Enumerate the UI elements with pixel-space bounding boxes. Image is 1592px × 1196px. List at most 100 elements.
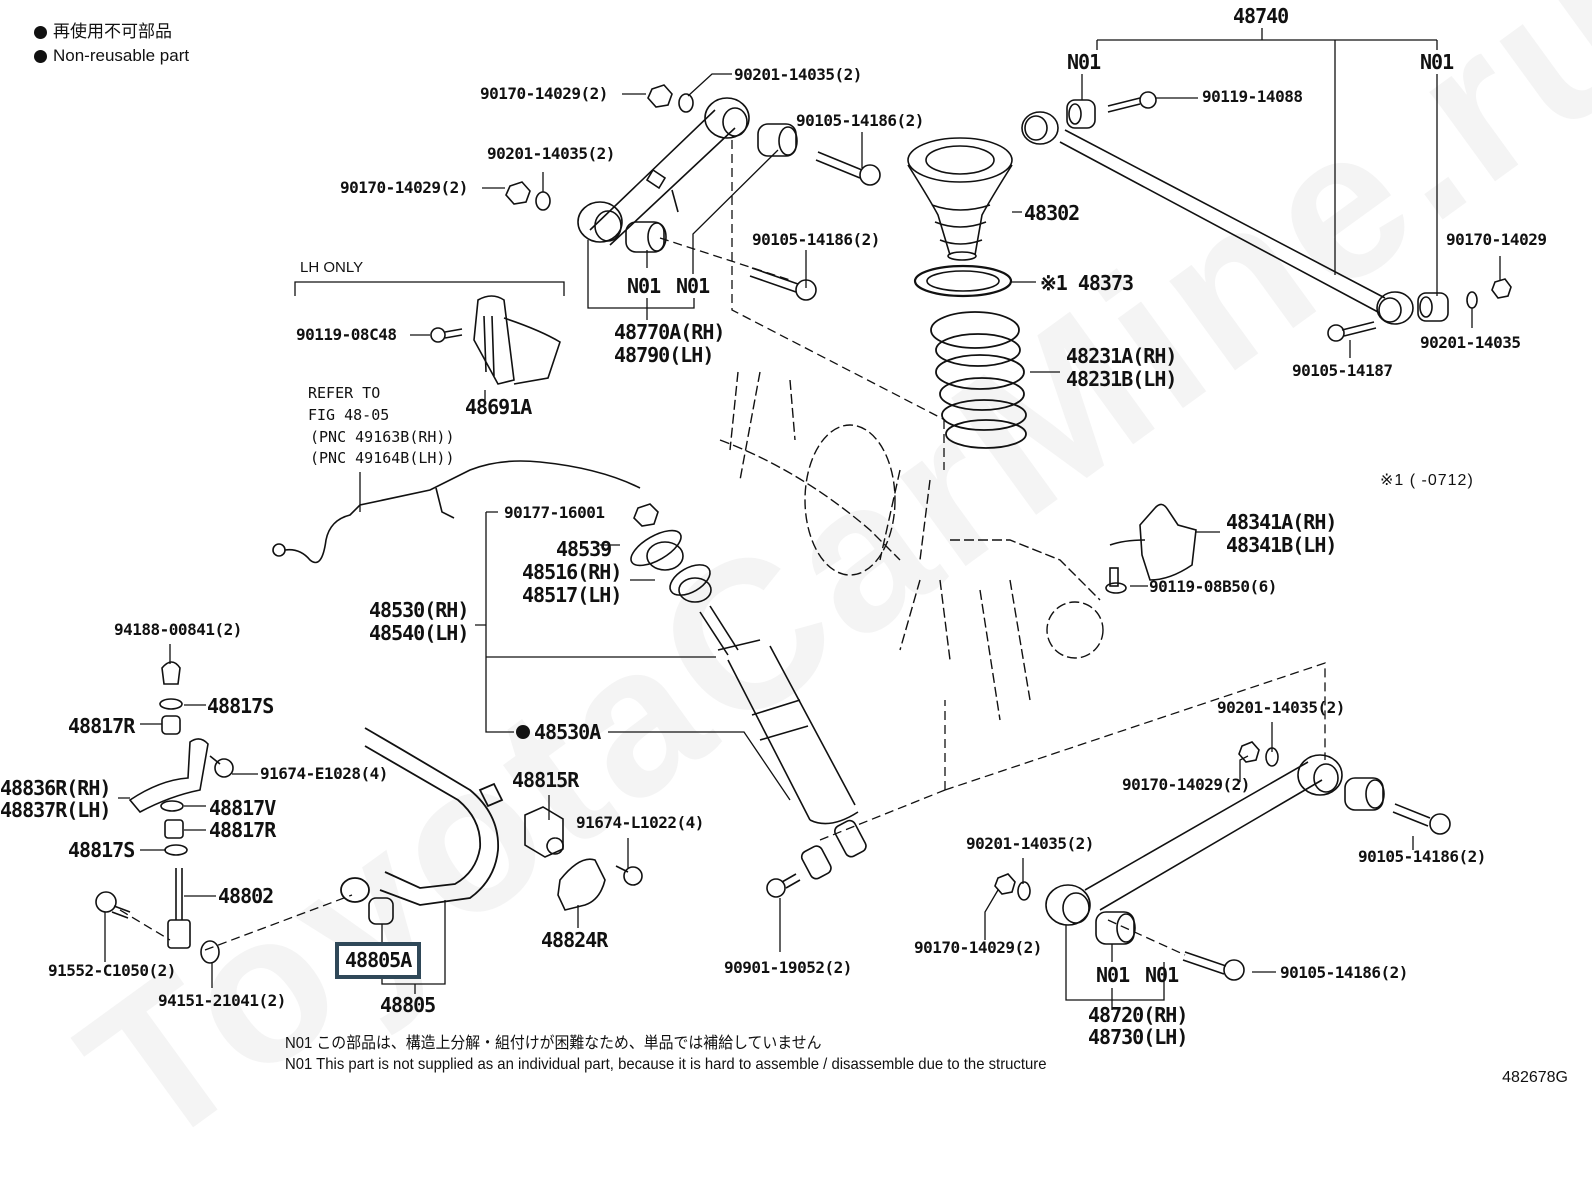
part-label-90105-14186[interactable]: 90105-14186(2) xyxy=(796,111,924,130)
part-label-48302[interactable]: 48302 xyxy=(1024,201,1080,225)
part-label-48790-lh[interactable]: 48790(LH) xyxy=(614,343,714,367)
part-label-n01[interactable]: N01 xyxy=(676,274,710,298)
part-label-90119-14088[interactable]: 90119-14088 xyxy=(1202,87,1303,106)
nut-94188-00841[interactable] xyxy=(161,661,181,685)
part-label-n01[interactable]: N01 xyxy=(627,274,661,298)
retainer-48817v[interactable] xyxy=(160,800,184,812)
part-label-48341b-lh[interactable]: 48341B(LH) xyxy=(1226,533,1337,557)
stabilizer-bar-48805[interactable] xyxy=(340,727,504,906)
part-label-48805[interactable]: 48805 xyxy=(380,993,436,1017)
part-label-90105-14186[interactable]: 90105-14186(2) xyxy=(752,230,880,249)
bolt-90119-08c48[interactable] xyxy=(430,327,463,343)
part-label-90170-14029[interactable]: 90170-14029(2) xyxy=(1122,775,1250,794)
part-label-90201-14035[interactable]: 90201-14035 xyxy=(1420,333,1521,352)
retainer-48817s-b[interactable] xyxy=(164,844,188,856)
part-label-48540-lh[interactable]: 48540(LH) xyxy=(369,621,469,645)
lower-arm-bushing-b[interactable] xyxy=(1344,777,1385,811)
part-label-90201-14035[interactable]: 90201-14035(2) xyxy=(1217,698,1345,717)
upper-arm-bushing-b[interactable] xyxy=(757,123,798,157)
lateral-rod-48740[interactable] xyxy=(1021,111,1414,325)
bolt-90119-14088[interactable] xyxy=(1107,91,1157,113)
bolt-90119-08b50[interactable] xyxy=(1105,567,1127,594)
part-label-48516-rh[interactable]: 48516(RH) xyxy=(522,560,622,584)
part-label-48805a[interactable]: 48805A xyxy=(345,948,412,972)
part-label-90170-14029[interactable]: 90170-14029(2) xyxy=(340,178,468,197)
cushion-48817r-a[interactable] xyxy=(161,715,181,735)
nut-90170-14029-low[interactable] xyxy=(1238,741,1260,763)
part-label-48770a-rh[interactable]: 48770A(RH) xyxy=(614,320,725,344)
part-label-48837r-lh[interactable]: 48837R(LH) xyxy=(0,798,111,822)
lateral-rod-bushing-a[interactable] xyxy=(1066,99,1096,129)
part-label-n01[interactable]: N01 xyxy=(1145,963,1179,987)
lower-control-arm-48720[interactable] xyxy=(1045,754,1343,926)
part-label-91674-e1028[interactable]: 91674-E1028(4) xyxy=(260,764,388,783)
nut-90170-14029-right[interactable] xyxy=(1491,278,1512,299)
part-label-48817s[interactable]: 48817S xyxy=(68,838,135,862)
part-label-n01[interactable]: N01 xyxy=(1096,963,1130,987)
part-label-48231a-rh[interactable]: 48231A(RH) xyxy=(1066,344,1177,368)
bracket-48824r[interactable] xyxy=(557,858,606,911)
stabilizer-cable-49163b[interactable] xyxy=(272,460,641,564)
bolt-91674-e1028[interactable] xyxy=(209,755,234,778)
part-label-48802[interactable]: 48802 xyxy=(218,884,274,908)
part-label-94188-00841[interactable]: 94188-00841(2) xyxy=(114,620,242,639)
upper-arm-bushing-a[interactable] xyxy=(625,221,667,253)
cushion-48817r-b[interactable] xyxy=(164,819,184,839)
washer-90201-14035-mid[interactable] xyxy=(535,191,551,211)
highlighted-part-box[interactable]: 48805A xyxy=(335,942,422,979)
nut-94151-21041[interactable] xyxy=(200,940,220,964)
part-label-48373[interactable]: ※1 48373 xyxy=(1040,271,1134,295)
part-label-n01[interactable]: N01 xyxy=(1067,50,1101,74)
part-label-91552-c1050[interactable]: 91552-C1050(2) xyxy=(48,961,176,980)
lateral-rod-bushing-b[interactable] xyxy=(1417,292,1449,322)
nut-90170-14029-low2[interactable] xyxy=(994,873,1016,895)
bolt-90105-14186-d[interactable] xyxy=(1182,951,1245,981)
part-label-48817s[interactable]: 48817S xyxy=(207,694,274,718)
part-label-90201-14035[interactable]: 90201-14035(2) xyxy=(734,65,862,84)
washer-90201-14035-low2[interactable] xyxy=(1017,881,1031,901)
part-label-90177-16001[interactable]: 90177-16001 xyxy=(504,503,605,522)
part-label-n01[interactable]: N01 xyxy=(1420,50,1454,74)
part-label-48691a[interactable]: 48691A xyxy=(465,395,532,419)
part-label-48740[interactable]: 48740 xyxy=(1233,4,1289,28)
part-label-48730-lh[interactable]: 48730(LH) xyxy=(1088,1025,1188,1049)
nut-90177-16001[interactable] xyxy=(633,503,659,527)
retainer-48817s-a[interactable] xyxy=(159,698,183,710)
shock-absorber-48530[interactable] xyxy=(699,605,868,881)
bolt-91674-l1022[interactable] xyxy=(615,865,643,886)
part-label-90170-14029[interactable]: 90170-14029(2) xyxy=(480,84,608,103)
bracket-48836r[interactable] xyxy=(128,738,209,814)
protector-48691a[interactable] xyxy=(473,295,561,385)
bolt-90901-19052[interactable] xyxy=(766,873,801,898)
part-label-90119-08b50[interactable]: 90119-08B50(6) xyxy=(1149,577,1277,596)
part-label-48720-rh[interactable]: 48720(RH) xyxy=(1088,1003,1188,1027)
part-label-48341a-rh[interactable]: 48341A(RH) xyxy=(1226,510,1337,534)
part-label-90201-14035[interactable]: 90201-14035(2) xyxy=(487,144,615,163)
part-label-90105-14187[interactable]: 90105-14187 xyxy=(1292,361,1393,380)
bolt-91552-c1050[interactable] xyxy=(95,891,131,919)
part-label-90170-14029[interactable]: 90170-14029(2) xyxy=(914,938,1042,957)
protector-48341[interactable] xyxy=(1109,503,1197,581)
part-label-48231b-lh[interactable]: 48231B(LH) xyxy=(1066,367,1177,391)
bushing-48815r[interactable] xyxy=(524,806,564,858)
part-label-48817r[interactable]: 48817R xyxy=(209,818,276,842)
part-label-48817v[interactable]: 48817V xyxy=(209,796,276,820)
upper-control-arm-left[interactable] xyxy=(577,97,750,246)
coil-spring-48231[interactable] xyxy=(930,311,1027,449)
stabilizer-link-48802[interactable] xyxy=(167,868,191,949)
part-label-48530a[interactable]: 48530A xyxy=(534,720,601,744)
part-label-90105-14186[interactable]: 90105-14186(2) xyxy=(1280,963,1408,982)
nut-90170-14029-top[interactable] xyxy=(647,84,673,108)
bolt-90105-14187[interactable] xyxy=(1327,321,1377,342)
part-label-48815r[interactable]: 48815R xyxy=(512,768,579,792)
part-label-48817r[interactable]: 48817R xyxy=(68,714,135,738)
part-label-90105-14186[interactable]: 90105-14186(2) xyxy=(1358,847,1486,866)
washer-90201-14035-right[interactable] xyxy=(1466,291,1478,309)
bolt-90105-14186-a[interactable] xyxy=(815,151,881,186)
part-label-90201-14035[interactable]: 90201-14035(2) xyxy=(966,834,1094,853)
part-label-48517-lh[interactable]: 48517(LH) xyxy=(522,583,622,607)
part-label-48836r-rh[interactable]: 48836R(RH) xyxy=(0,776,111,800)
part-label-48824r[interactable]: 48824R xyxy=(541,928,608,952)
part-label-48530-rh[interactable]: 48530(RH) xyxy=(369,598,469,622)
bushing-48805a[interactable] xyxy=(368,897,394,925)
